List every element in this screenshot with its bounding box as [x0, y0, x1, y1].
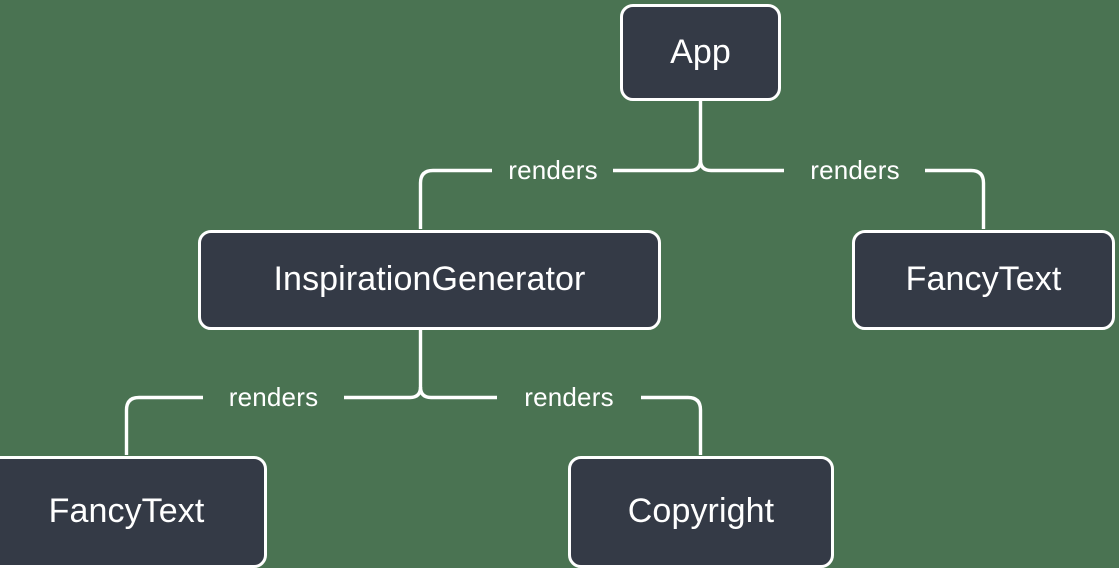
wire-app-right-b [925, 168, 986, 229]
edge-label-app-to-inspiration: renders [508, 155, 598, 185]
wire-app-stem-left-fillet [689, 159, 703, 173]
wire-app-stem [698, 101, 712, 173]
wire-inspiration-right-b [641, 395, 703, 455]
wire-inspiration-stem [418, 330, 432, 400]
edge-label-inspiration-to-fancytext-bottom: renders [228, 382, 319, 412]
node-fancytext-bottom[interactable]: FancyText [0, 456, 267, 568]
node-app[interactable]: App [620, 4, 781, 101]
node-copyright[interactable]: Copyright [568, 456, 834, 568]
node-app-label: App [670, 32, 731, 71]
node-inspiration-generator-label: InspirationGenerator [273, 260, 586, 298]
node-fancytext-right-label: FancyText [905, 260, 1062, 298]
node-copyright-label: Copyright [627, 492, 775, 530]
wire-inspiration-left-b [124, 395, 203, 455]
edge-label-app-to-fancytext-right: renders [810, 155, 900, 185]
node-inspiration-generator[interactable]: InspirationGenerator [198, 230, 661, 330]
edge-label-inspiration-to-copyright: renders [524, 382, 614, 412]
wire-app-left-b [418, 168, 492, 229]
node-fancytext-bottom-label: FancyText [48, 492, 205, 530]
node-fancytext-right[interactable]: FancyText [852, 230, 1115, 330]
wire-inspiration-stem-left-fillet [409, 386, 423, 400]
